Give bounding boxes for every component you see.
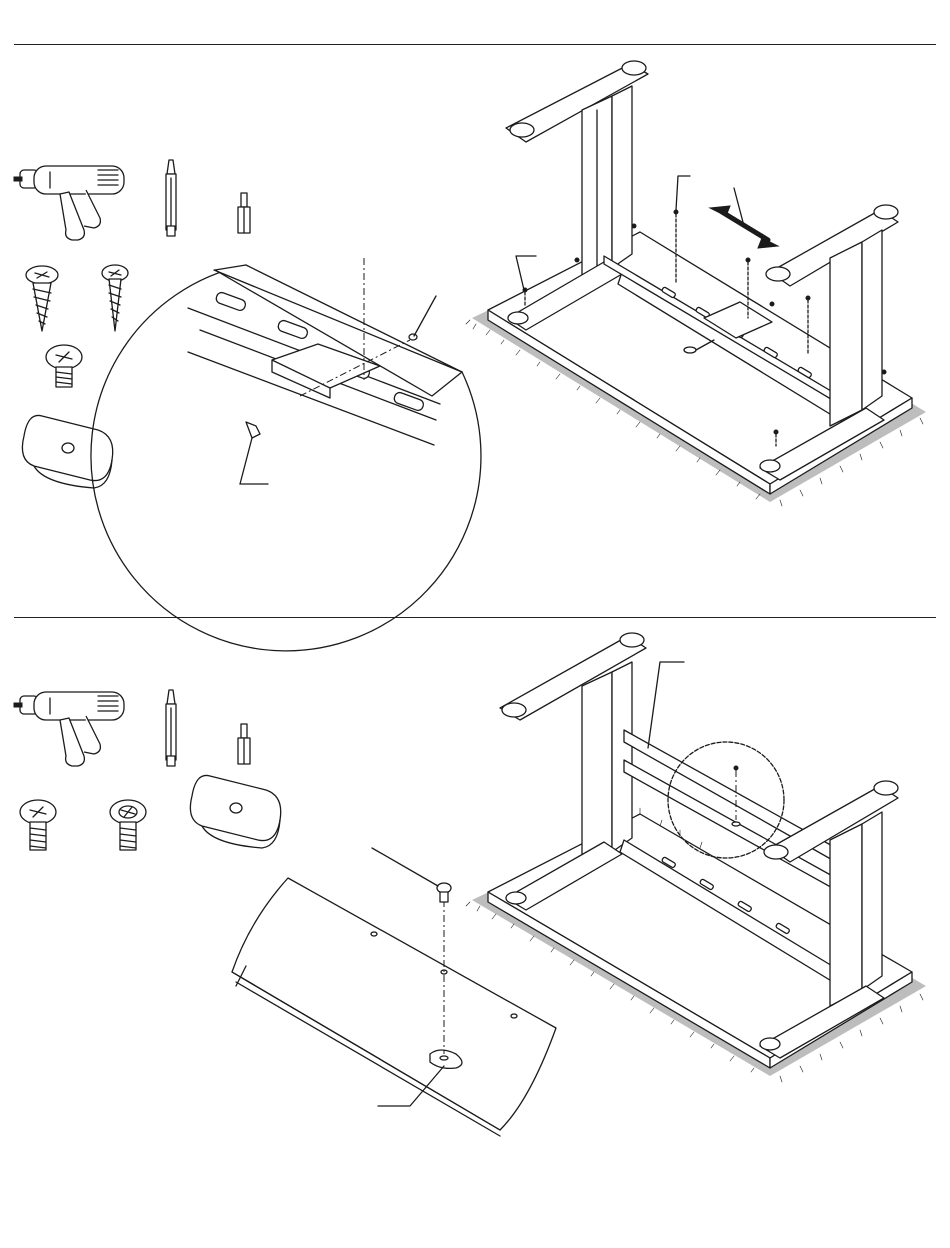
step-2-panel xyxy=(0,0,950,1248)
table-frame-panel-installed xyxy=(0,0,950,1248)
